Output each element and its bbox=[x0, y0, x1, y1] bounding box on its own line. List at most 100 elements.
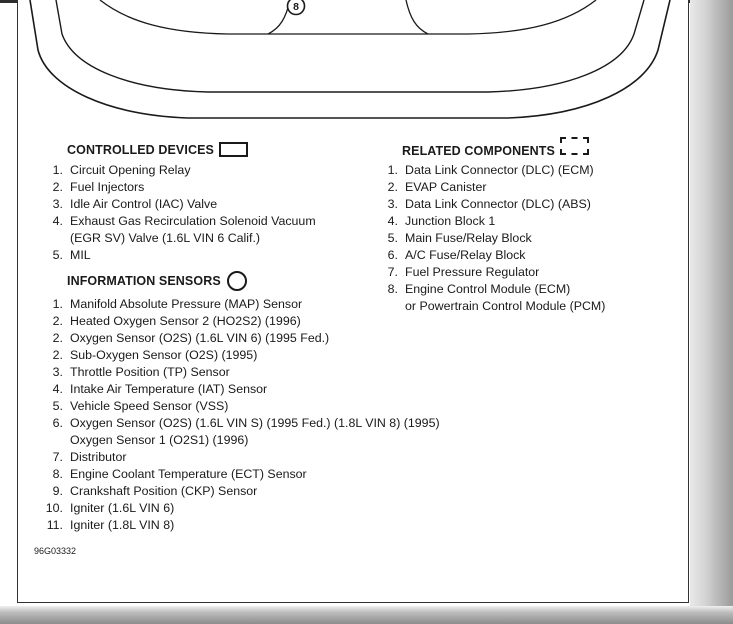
list-item-number: 2. bbox=[52, 331, 63, 345]
list-item-line: Oxygen Sensor (O2S) (1.6L VIN 6) (1995 F… bbox=[70, 331, 330, 345]
list-item: 2.Sub-Oxygen Sensor (O2S) (1995) bbox=[44, 347, 440, 364]
list-item-text: Oxygen Sensor (O2S) (1.6L VIN 6) (1995 F… bbox=[70, 330, 329, 347]
list-item-text: Data Link Connector (DLC) (ABS) bbox=[405, 196, 591, 213]
list-item: 1. Data Link Connector (DLC) (ECM) bbox=[379, 162, 605, 179]
list-item: 5. Vehicle Speed Sensor (VSS) bbox=[44, 398, 440, 415]
information-sensors-heading: INFORMATION SENSORS bbox=[67, 271, 247, 291]
list-item-line: Igniter (1.6L VIN 6) bbox=[70, 501, 175, 515]
list-item-line: Oxygen Sensor 1 (O2S1) (1996) bbox=[70, 433, 249, 447]
list-item: 2. Heated Oxygen Sensor 2 (HO2S2) (1996) bbox=[44, 313, 440, 330]
list-item-text: MIL bbox=[70, 247, 91, 264]
list-item-text: Sub-Oxygen Sensor (O2S) (1995) bbox=[70, 347, 257, 364]
bumper-inner-outline bbox=[55, 0, 645, 93]
list-item-text: Data Link Connector (DLC) (ECM) bbox=[405, 162, 594, 179]
list-item-text: Oxygen Sensor (O2S) (1.6L VIN S) (1995 F… bbox=[70, 415, 440, 449]
list-item-number: 1. bbox=[387, 163, 398, 177]
list-item: 8. Engine Control Module (ECM)or Powertra… bbox=[379, 281, 606, 315]
list-item: 4. Exhaust Gas Recirculation Solenoid Vac… bbox=[44, 213, 316, 247]
list-item-line: Igniter (1.8L VIN 8) bbox=[70, 518, 175, 532]
list-item-text: Fuel Pressure Regulator bbox=[405, 264, 539, 281]
circle-legend-icon bbox=[226, 271, 247, 291]
list-item-number: 3. bbox=[52, 365, 63, 379]
list-item-line: Data Link Connector (DLC) (ABS) bbox=[405, 197, 591, 211]
list-item: 9.Crankshaft Position (CKP) Sensor bbox=[44, 483, 440, 500]
list-item: 11. Igniter (1.8L VIN 8) bbox=[44, 517, 440, 534]
list-item-text: Fuel Injectors bbox=[70, 179, 144, 196]
list-item-number: 9. bbox=[52, 484, 63, 498]
list-item-number: 10. bbox=[45, 501, 63, 515]
list-item-number: 8. bbox=[52, 467, 63, 481]
list-item-number: 4. bbox=[52, 382, 63, 396]
list-item-number: 1. bbox=[52, 163, 63, 177]
viewer-bottom-scroll-edge bbox=[0, 606, 733, 624]
list-item-line: Circuit Opening Relay bbox=[70, 163, 191, 177]
list-item-number: 5. bbox=[387, 231, 398, 245]
related-components-list: 1. Data Link Connector (DLC) (ECM) 2. EVAP … bbox=[379, 162, 606, 315]
list-item-line: Vehicle Speed Sensor (VSS) bbox=[70, 399, 229, 413]
callout-8-circle bbox=[286, 0, 306, 16]
list-item-number: 4. bbox=[387, 214, 398, 228]
list-item-line: Junction Block 1 bbox=[405, 214, 496, 228]
list-item: 2. EVAP Canister bbox=[379, 179, 605, 196]
list-item-line: Fuel Injectors bbox=[70, 180, 145, 194]
list-item-line: Manifold Absolute Pressure (MAP) Sensor bbox=[70, 297, 303, 311]
list-item: 5. MIL bbox=[44, 247, 316, 264]
information-sensors-title: INFORMATION SENSORS bbox=[67, 274, 221, 288]
figure-code: 96G03332 bbox=[34, 546, 77, 556]
list-item-text: Heated Oxygen Sensor 2 (HO2S2) (1996) bbox=[70, 313, 301, 330]
list-item-number: 7. bbox=[387, 265, 398, 279]
list-item-number: 5. bbox=[52, 399, 63, 413]
list-item-line: Exhaust Gas Recirculation Solenoid Vacuu… bbox=[70, 214, 316, 228]
list-item-number: 2. bbox=[52, 180, 63, 194]
document-page: 8 CONTROLLED DEVICES 1. Circuit Opening R… bbox=[17, 0, 689, 603]
list-item-line: EVAP Canister bbox=[405, 180, 487, 194]
list-item: 6. Oxygen Sensor (O2S) (1.6L VIN S) (1995… bbox=[44, 415, 440, 449]
list-item: 7.Distributor bbox=[44, 449, 440, 466]
list-item-line: Fuel Pressure Regulator bbox=[405, 265, 540, 279]
list-item-number: 8. bbox=[387, 282, 398, 296]
list-item: 2. Fuel Injectors bbox=[44, 179, 316, 196]
controlled-devices-heading: CONTROLLED DEVICES bbox=[67, 142, 248, 157]
list-item: 1. Circuit Opening Relay bbox=[44, 162, 316, 179]
rectangle-legend-icon bbox=[218, 142, 248, 157]
list-item-text: Igniter (1.6L VIN 6) bbox=[70, 500, 174, 517]
list-item-text: A/C Fuse/Relay Block bbox=[405, 247, 526, 264]
list-item-number: 6. bbox=[52, 416, 63, 430]
list-item-text: Idle Air Control (IAC) Valve bbox=[70, 196, 217, 213]
list-item-text: Engine Coolant Temperature (ECT) Sensor bbox=[70, 466, 307, 483]
list-item-text: Distributor bbox=[70, 449, 126, 466]
list-item-text: Throttle Position (TP) Sensor bbox=[70, 364, 230, 381]
list-item-text: Engine Control Module (ECM)or Powertrain… bbox=[405, 281, 605, 315]
list-item-number: 3. bbox=[387, 197, 398, 211]
list-item: 4. Junction Block 1 bbox=[379, 213, 605, 230]
list-item-number: 4. bbox=[52, 214, 63, 228]
list-item-line: A/C Fuse/Relay Block bbox=[405, 248, 526, 262]
list-item-text: Circuit Opening Relay bbox=[70, 162, 191, 179]
vehicle-bumper-diagram: 8 bbox=[29, 0, 671, 119]
information-sensors-list: 1. Manifold Absolute Pressure (MAP) Senso… bbox=[44, 296, 440, 534]
list-item: 10. Igniter (1.6L VIN 6) bbox=[44, 500, 440, 517]
list-item-text: Vehicle Speed Sensor (VSS) bbox=[70, 398, 228, 415]
list-item: 6.A/C Fuse/Relay Block bbox=[379, 247, 605, 264]
list-item-number: 2. bbox=[52, 314, 63, 328]
list-item-line: (EGR SV) Valve (1.6L VIN 6 Calif.) bbox=[70, 231, 261, 245]
dashed-rectangle-legend-icon bbox=[559, 137, 589, 155]
related-components-heading: RELATED COMPONENTS bbox=[402, 137, 589, 160]
list-item-line: Oxygen Sensor (O2S) (1.6L VIN S) (1995 F… bbox=[70, 416, 440, 430]
list-item-number: 11. bbox=[46, 518, 63, 532]
list-item-number: 2. bbox=[387, 180, 398, 194]
list-item-line: MIL bbox=[70, 248, 91, 262]
list-item: 4. Intake Air Temperature (IAT) Sensor bbox=[44, 381, 440, 398]
grille-left-outline bbox=[99, 0, 291, 35]
list-item: 7. Fuel Pressure Regulator bbox=[379, 264, 605, 281]
list-item-number: 1. bbox=[52, 297, 63, 311]
list-item-line: Engine Control Module (ECM) bbox=[405, 282, 571, 296]
controlled-devices-title: CONTROLLED DEVICES bbox=[67, 142, 214, 157]
list-item-text: Intake Air Temperature (IAT) Sensor bbox=[70, 381, 267, 398]
list-item-line: Idle Air Control (IAC) Valve bbox=[70, 197, 218, 211]
list-item-text: Exhaust Gas Recirculation Solenoid Vacuu… bbox=[70, 213, 316, 247]
list-item-text: Manifold Absolute Pressure (MAP) Sensor bbox=[70, 296, 302, 313]
list-item-number: 5. bbox=[52, 248, 63, 262]
related-components-title: RELATED COMPONENTS bbox=[402, 144, 555, 158]
